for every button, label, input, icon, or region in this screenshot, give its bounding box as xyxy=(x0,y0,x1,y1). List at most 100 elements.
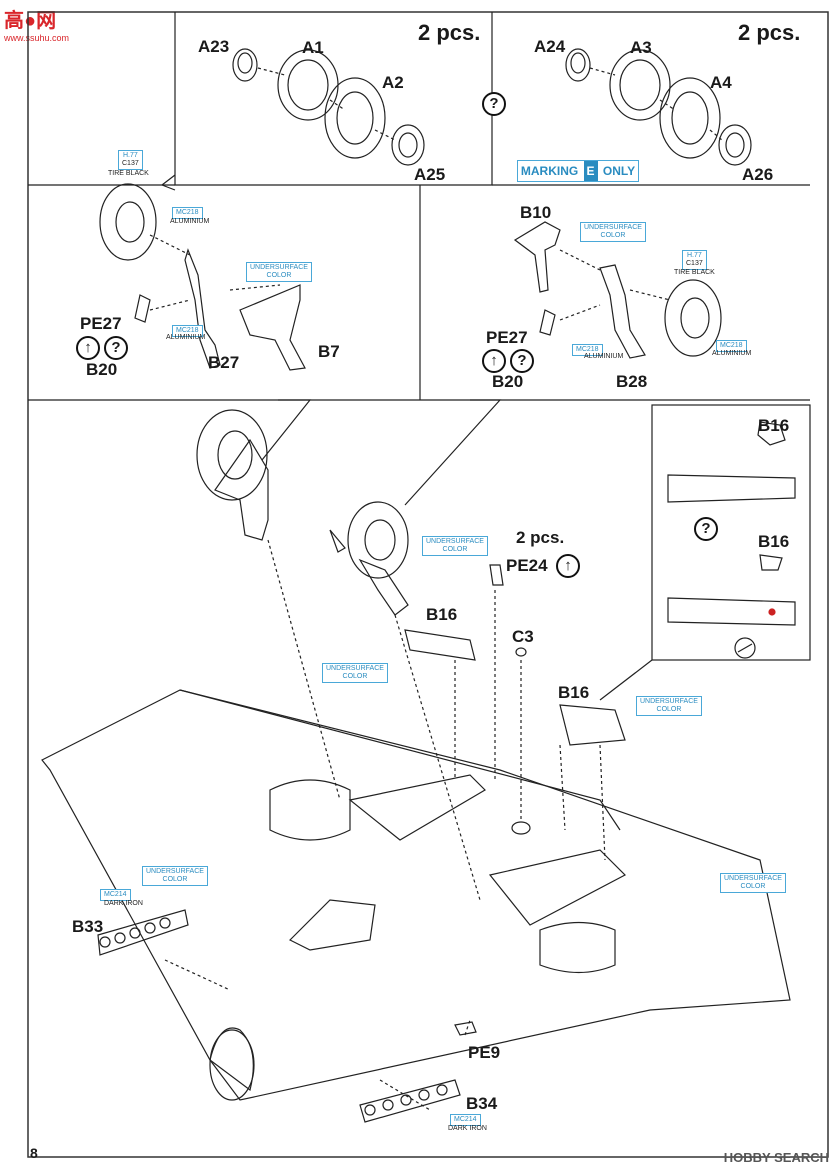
color-label: COLOR xyxy=(342,673,368,680)
color-code-dark-iron-1: MC214 xyxy=(100,889,131,901)
up-arrow-icon: ↑ xyxy=(76,336,100,360)
exhaust-b33 xyxy=(97,909,189,956)
dark-iron-label-2: DARK IRON xyxy=(448,1125,487,1132)
tire-black-label-right: TIRE BLACK xyxy=(674,269,715,276)
undersurface-label: UNDERSURFACE xyxy=(146,868,204,875)
part-c3: C3 xyxy=(512,627,534,646)
undersurface-label: UNDERSURFACE xyxy=(584,224,642,231)
part-a4: A4 xyxy=(710,73,732,92)
callout-side xyxy=(599,659,653,701)
color-code-tire-right: H.77 C137 xyxy=(682,250,707,270)
main-gear-left xyxy=(196,409,269,541)
part-pe27-right: PE27 xyxy=(486,328,528,347)
undersurface-box-main-4: UNDERSURFACE COLOR xyxy=(142,866,208,886)
color-code-c137: C137 xyxy=(122,160,139,167)
help-icon: ? xyxy=(510,349,534,373)
top-right-qty: 2 pcs. xyxy=(738,20,801,45)
color-label: COLOR xyxy=(442,546,468,553)
color-code-alum2-left: MC218 xyxy=(172,325,203,337)
color-code-alum-right: MC218 xyxy=(716,340,747,352)
callout-right xyxy=(404,399,502,506)
undersurface-box-left: UNDERSURFACE COLOR xyxy=(246,262,312,282)
help-icon: ? xyxy=(482,92,506,116)
part-b7: B7 xyxy=(318,342,340,361)
watermark-site-url: www.ssuhu.com xyxy=(4,33,70,43)
undersurface-box-right: UNDERSURFACE COLOR xyxy=(580,222,646,242)
alum-label-right: ALUMINIUM xyxy=(712,350,752,357)
color-code-alum-left: MC218 xyxy=(172,207,203,219)
part-pe9: PE9 xyxy=(468,1043,501,1062)
part-pe27-left: PE27 xyxy=(80,314,122,333)
part-a2: A2 xyxy=(382,73,404,92)
part-a1: A1 xyxy=(302,38,324,57)
alum-label-left: ALUMINIUM xyxy=(170,218,210,225)
exhaust-b34 xyxy=(359,1079,461,1123)
color-label: COLOR xyxy=(600,232,626,239)
undersurface-label: UNDERSURFACE xyxy=(250,264,308,271)
up-arrow-icon: ↑ xyxy=(482,349,506,373)
up-arrow-icon: ↑ xyxy=(556,554,580,578)
color-label: COLOR xyxy=(740,883,766,890)
page-number: 8 xyxy=(30,1145,38,1161)
undersurface-box-main-3: UNDERSURFACE COLOR xyxy=(636,696,702,716)
color-label: COLOR xyxy=(162,876,188,883)
color-code-h77: H.77 xyxy=(686,252,702,259)
hobby-search-watermark: HOBBY SEARCH xyxy=(723,1150,829,1165)
main-gear-right xyxy=(329,501,409,616)
color-code-dark-iron-2: MC214 xyxy=(450,1114,481,1126)
tire-black-label: TIRE BLACK xyxy=(108,170,149,177)
marking-badge: MARKING E ONLY xyxy=(517,160,639,182)
undersurface-box-main-5: UNDERSURFACE COLOR xyxy=(720,873,786,893)
wing-underside xyxy=(41,539,791,1111)
undersurface-label: UNDERSURFACE xyxy=(640,698,698,705)
part-b16-main-a: B16 xyxy=(426,605,458,624)
part-b16-side-a: B16 xyxy=(758,416,790,435)
part-a23: A23 xyxy=(198,37,230,56)
color-code-h77: H.77 xyxy=(122,152,138,159)
wheel-right-explode xyxy=(565,48,752,166)
part-b27: B27 xyxy=(208,353,240,372)
part-a24: A24 xyxy=(534,37,566,56)
page-frame xyxy=(27,11,829,1158)
color-code-tire-left: H.77 C137 xyxy=(118,150,143,170)
part-b16-side-b: B16 xyxy=(758,532,790,551)
gear-right xyxy=(513,221,722,359)
alum2-label-left: ALUMINIUM xyxy=(166,334,206,341)
color-code-alum2-right: MC218 xyxy=(572,344,603,356)
top-left-qty: 2 pcs. xyxy=(418,20,481,45)
color-label: COLOR xyxy=(656,706,682,713)
undersurface-box-main-1: UNDERSURFACE COLOR xyxy=(422,536,488,556)
side-panel-frame xyxy=(651,404,811,661)
callout-left xyxy=(261,399,312,461)
part-a3: A3 xyxy=(630,38,652,57)
part-b10: B10 xyxy=(520,203,552,222)
pe24-qty: 2 pcs. xyxy=(516,528,565,547)
part-a25: A25 xyxy=(414,165,446,184)
wheel-left-explode xyxy=(232,48,425,166)
part-b20-left: B20 xyxy=(86,360,118,379)
part-pe24: PE24 xyxy=(506,556,548,575)
alum2-label-right: ALUMINIUM xyxy=(584,353,624,360)
pe9-part xyxy=(454,1021,477,1036)
marking-letter: E xyxy=(583,161,598,181)
part-b20-right: B20 xyxy=(492,372,524,391)
undersurface-label: UNDERSURFACE xyxy=(426,538,484,545)
part-a26: A26 xyxy=(742,165,774,184)
dark-iron-label-1: DARK IRON xyxy=(104,900,143,907)
part-b16-main-b: B16 xyxy=(558,683,590,702)
part-b33: B33 xyxy=(72,917,104,936)
color-code-c137: C137 xyxy=(686,260,703,267)
watermark-site-name: 高●网 xyxy=(4,10,57,32)
help-icon: ? xyxy=(694,517,718,541)
color-label: COLOR xyxy=(266,272,292,279)
undersurface-label: UNDERSURFACE xyxy=(326,665,384,672)
part-b34: B34 xyxy=(466,1094,498,1113)
marking-prefix: MARKING xyxy=(520,164,579,178)
watermark-logo: 高●网 www.ssuhu.com xyxy=(4,4,70,43)
gear-left xyxy=(99,183,306,371)
part-b28: B28 xyxy=(616,372,648,391)
undersurface-box-main-2: UNDERSURFACE COLOR xyxy=(322,663,388,683)
side-panel-doors xyxy=(667,421,796,659)
marking-suffix: ONLY xyxy=(602,164,636,178)
